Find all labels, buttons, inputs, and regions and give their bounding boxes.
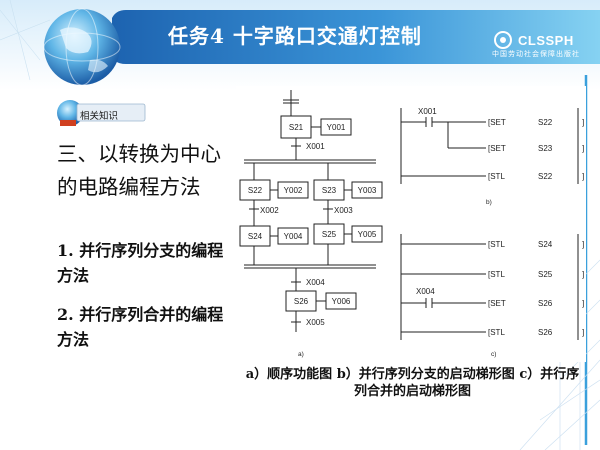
sfc-output bbox=[351, 225, 383, 243]
ladder-instr: [STL bbox=[488, 172, 505, 181]
figure-caption: a）顺序功能图 b）并行序列分支的启动梯形图 c）并行序列合并的启动梯形图 bbox=[245, 367, 580, 399]
ladder-close: ] bbox=[582, 240, 584, 249]
ladder-arg: S22 bbox=[538, 118, 553, 127]
ladder-close: ] bbox=[582, 270, 584, 279]
sfc-output-label: Y001 bbox=[327, 123, 346, 132]
ladder-arg: S24 bbox=[538, 240, 553, 249]
page-title: 任务4 十字路口交通灯控制 bbox=[168, 24, 422, 48]
figure-panel: S21 Y001 X001 S22 Y002 X002 S24 Y004 S23… bbox=[236, 86, 586, 362]
ladder-arg: S23 bbox=[538, 144, 553, 153]
publisher-logo-text: CLSSPH bbox=[518, 33, 574, 48]
ladder-arg: S26 bbox=[538, 299, 553, 308]
ladder-close: ] bbox=[582, 118, 584, 127]
ladder-instr: [SET bbox=[488, 299, 506, 308]
ladder-contact-label: X001 bbox=[418, 107, 437, 116]
ladder-instr: [STL bbox=[488, 240, 505, 249]
sfc-output bbox=[325, 292, 357, 310]
sfc-step-label: S25 bbox=[322, 230, 337, 239]
knowledge-badge-icon bbox=[57, 100, 146, 126]
list-item: 2. 并行序列合并的编程方法 bbox=[57, 305, 224, 349]
sfc-step-label: S26 bbox=[294, 297, 309, 306]
ladder-close: ] bbox=[582, 172, 584, 181]
sfc-transition-label: X002 bbox=[260, 206, 279, 215]
header-bar bbox=[112, 10, 600, 64]
sfc-step-label: S23 bbox=[322, 186, 337, 195]
ladder-arg: S25 bbox=[538, 270, 553, 279]
sfc-caption-label: a) bbox=[298, 351, 304, 358]
ladder-arg: S22 bbox=[538, 172, 553, 181]
globe-icon bbox=[43, 8, 121, 86]
ladder-arg: S26 bbox=[538, 328, 553, 337]
sfc-transition-label: X003 bbox=[334, 206, 353, 215]
sfc-output-label: Y002 bbox=[284, 186, 303, 195]
ladder-c-caption-label: c) bbox=[491, 351, 496, 358]
ladder-close: ] bbox=[582, 328, 584, 337]
ladder-contact-label: X004 bbox=[416, 287, 435, 296]
ladder-close: ] bbox=[582, 299, 584, 308]
ladder-b: X001 [SET S22 ] [SET S23 ] [STL S22 ] b) bbox=[400, 107, 584, 206]
sfc-output-label: Y006 bbox=[332, 297, 351, 306]
sfc-transition-label: X005 bbox=[306, 318, 325, 327]
sfc-output bbox=[351, 181, 383, 199]
sfc-output bbox=[320, 118, 352, 136]
sfc-step-label: S22 bbox=[248, 186, 263, 195]
ladder-instr: [SET bbox=[488, 118, 506, 127]
ladder-instr: [SET bbox=[488, 144, 506, 153]
sfc-output bbox=[277, 181, 309, 199]
sfc-step-label: S24 bbox=[248, 232, 263, 241]
sfc-transition-label: X001 bbox=[306, 142, 325, 151]
publisher-logo-icon bbox=[494, 31, 512, 49]
ladder-instr: [STL bbox=[488, 270, 505, 279]
list-item: 1. 并行序列分支的编程方法 bbox=[57, 241, 224, 285]
sfc-output-label: Y005 bbox=[358, 230, 377, 239]
knowledge-badge-label: 相关知识 bbox=[80, 111, 119, 122]
sfc-diagram: S21 Y001 X001 S22 Y002 X002 S24 Y004 S23… bbox=[239, 90, 383, 358]
publisher-name: 中国劳动社会保障出版社 bbox=[492, 50, 580, 58]
sfc-output-label: Y004 bbox=[284, 232, 303, 241]
ladder-close: ] bbox=[582, 144, 584, 153]
sfc-step-label: S21 bbox=[289, 123, 304, 132]
sfc-transition-label: X004 bbox=[306, 278, 325, 287]
ladder-b-caption-label: b) bbox=[486, 199, 492, 206]
sfc-output bbox=[277, 227, 309, 245]
section-heading: 三、以转换为中心的电路编程方法 bbox=[57, 142, 221, 199]
ladder-instr: [STL bbox=[488, 328, 505, 337]
sfc-output-label: Y003 bbox=[358, 186, 377, 195]
ladder-c: [STL S24 ] [STL S25 ] X004 [SET S26 ] [S… bbox=[400, 234, 584, 358]
